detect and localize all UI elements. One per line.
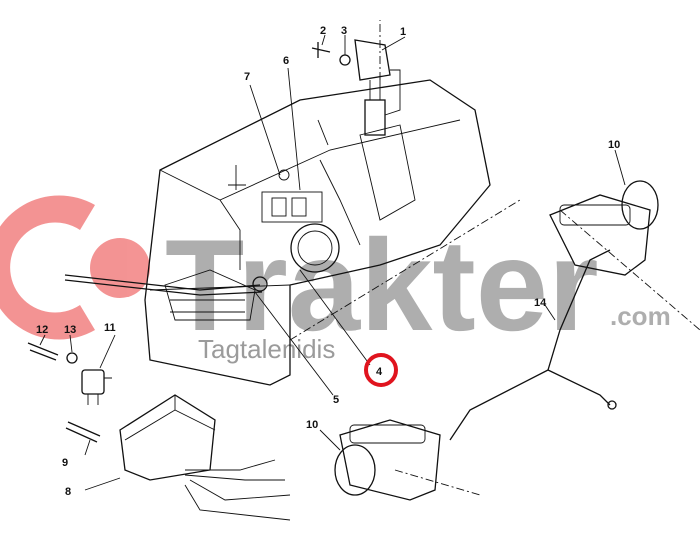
watermark-brand: Trakter <box>165 212 599 358</box>
part-1-relay <box>311 39 401 136</box>
part-label-9: 9 <box>62 457 68 469</box>
part-label-10-top: 10 <box>608 139 620 151</box>
part-label-10-bottom: 10 <box>306 419 318 431</box>
part-label-6: 6 <box>283 55 289 67</box>
part-label-7: 7 <box>244 71 250 83</box>
speedometer-cable <box>64 274 261 291</box>
part-13-washer <box>66 352 78 364</box>
part-label-8: 8 <box>65 486 71 498</box>
part-label-11: 11 <box>104 322 116 334</box>
part-label-3: 3 <box>341 25 347 37</box>
part-label-12: 12 <box>36 324 48 336</box>
watermark-tagline: Tagtalenidis <box>198 334 335 364</box>
part-14-harness <box>449 249 611 441</box>
part-9-bolt <box>65 421 101 443</box>
part-label-2: 2 <box>320 25 326 37</box>
highlight-ring <box>364 353 398 387</box>
part-label-14: 14 <box>534 297 547 309</box>
part-label-1: 1 <box>400 26 406 38</box>
part-label-4: 4 <box>376 366 383 378</box>
part-8-flasher-unit <box>119 394 291 521</box>
part-labels: 1 2 3 4 5 6 7 8 9 10 10 11 12 13 14 <box>36 25 620 498</box>
part-10-lamp-bottom <box>334 419 441 501</box>
watermark-domain: .com <box>610 301 671 331</box>
part-10-lamp-top <box>549 180 659 276</box>
dashboard-housing <box>144 79 491 386</box>
part-11-switch <box>81 369 112 405</box>
part-label-13: 13 <box>64 324 76 336</box>
part-12-bolt <box>27 342 59 361</box>
watermark-logo <box>0 195 150 340</box>
part-label-5: 5 <box>333 394 339 406</box>
